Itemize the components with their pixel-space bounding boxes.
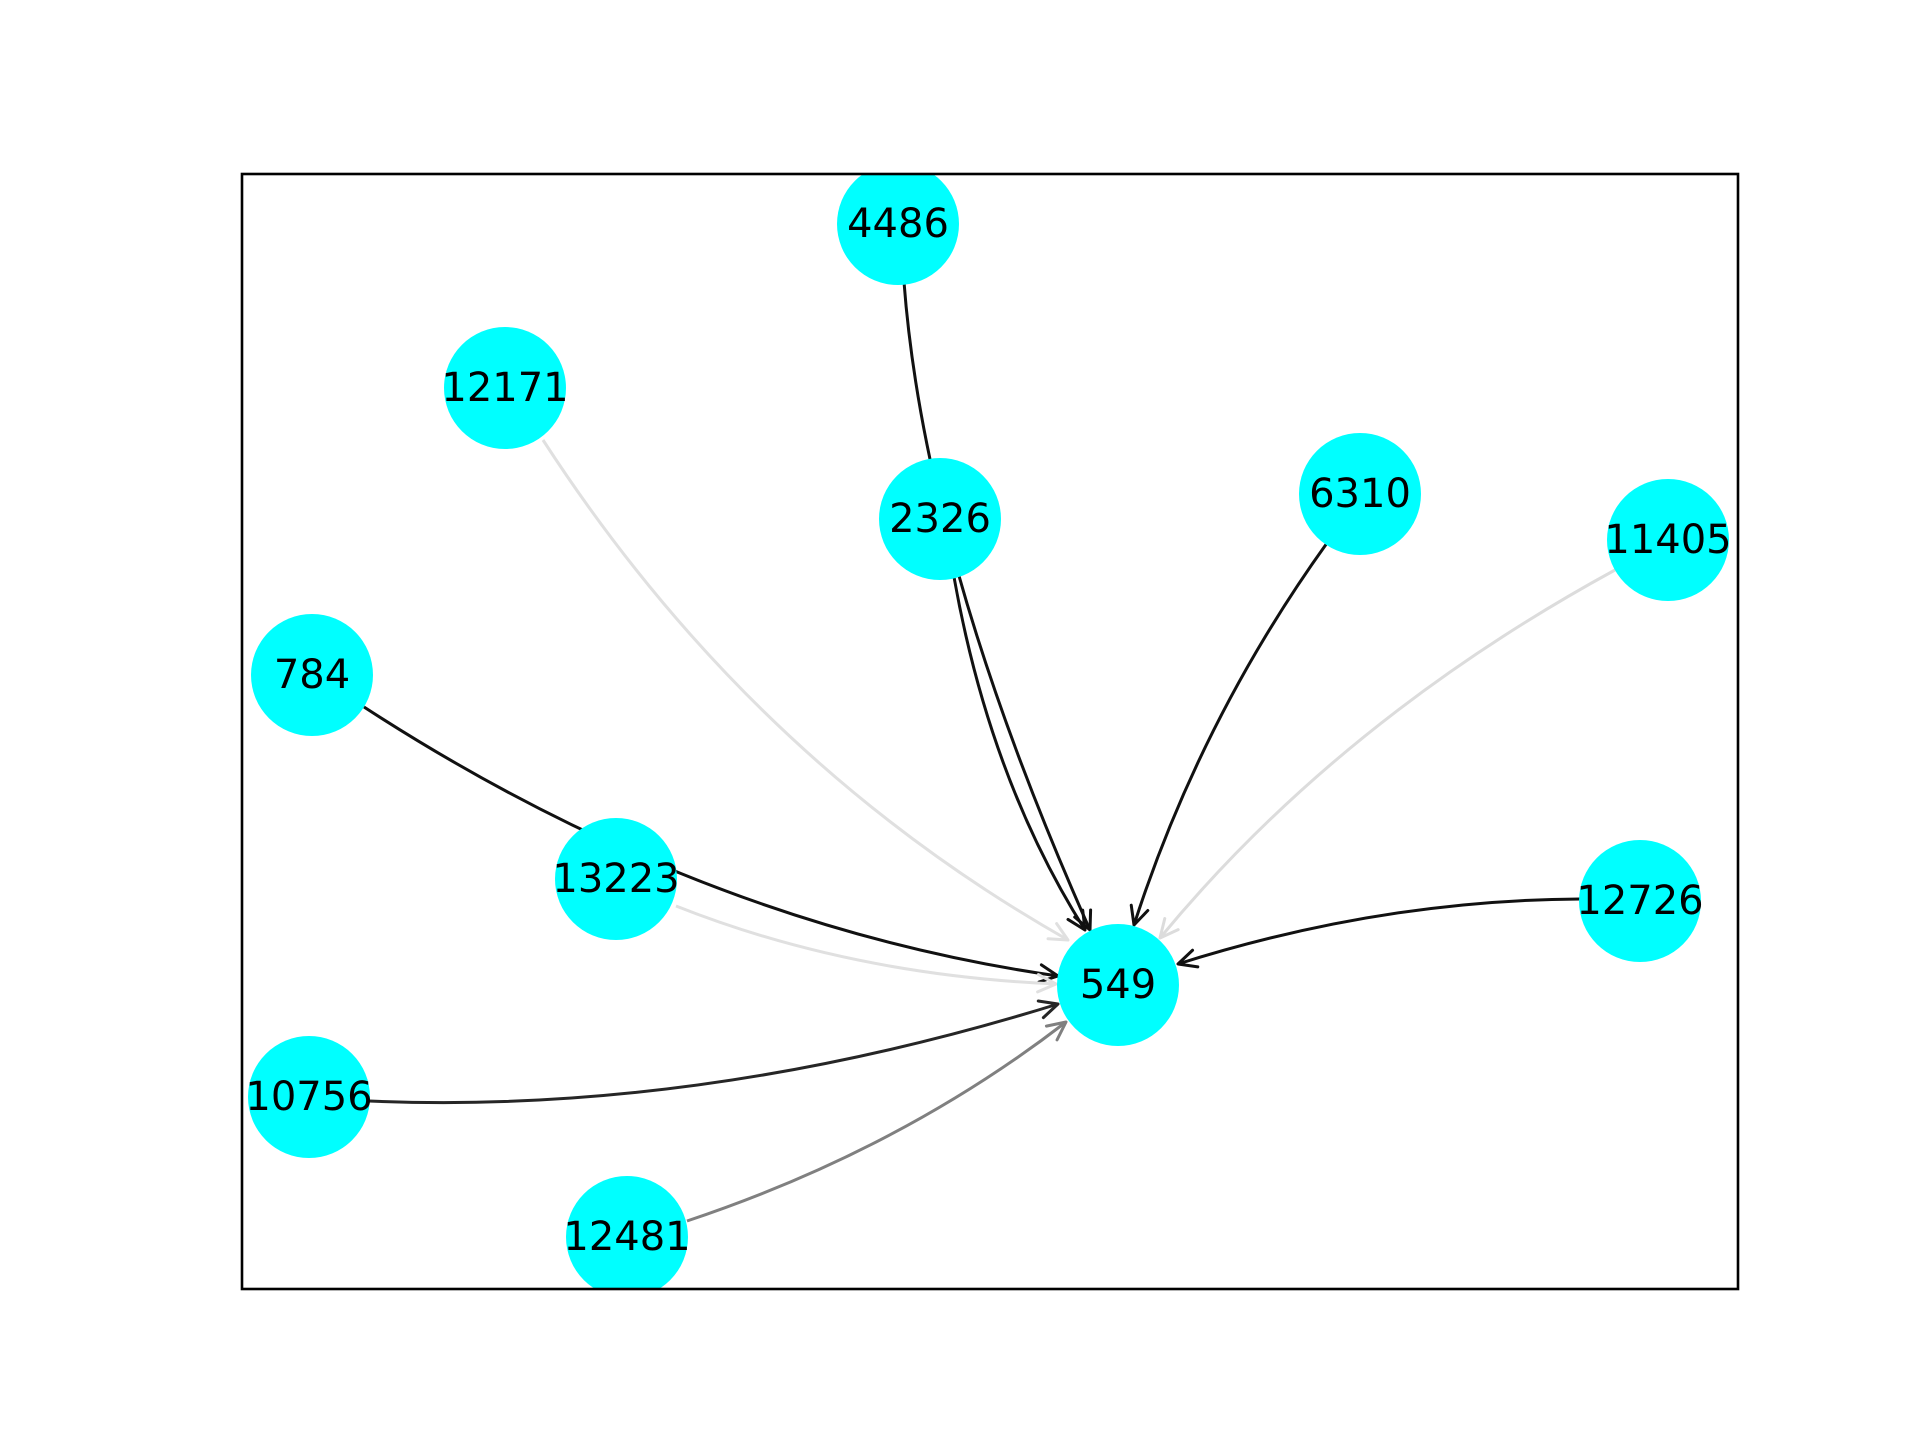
node-2326: 2326 xyxy=(879,458,1001,580)
node-circle-12726 xyxy=(1579,840,1701,962)
node-label-784: 784 xyxy=(274,652,350,698)
arrowhead-6310-to-549 xyxy=(1129,903,1150,927)
arrowhead-12171-to-549 xyxy=(1046,922,1070,942)
node-circle-12171 xyxy=(444,327,566,449)
node-549: 549 xyxy=(1057,924,1179,1046)
node-10756: 10756 xyxy=(245,1036,373,1158)
plot-frame xyxy=(240,172,1740,1291)
arrowhead-12481-to-549 xyxy=(1044,1020,1068,1042)
node-label-12726: 12726 xyxy=(1576,878,1703,924)
node-784: 784 xyxy=(251,614,373,736)
edge-784-to-549 xyxy=(363,705,1059,978)
arrowhead-11405-to-549 xyxy=(1158,917,1180,940)
node-label-6310: 6310 xyxy=(1309,471,1411,517)
node-circle-6310 xyxy=(1299,433,1421,555)
node-6310: 6310 xyxy=(1299,433,1421,555)
node-label-12481: 12481 xyxy=(563,1214,690,1260)
edge-12171-to-549 xyxy=(541,439,1069,942)
node-circle-12481 xyxy=(566,1176,688,1289)
node-label-11405: 11405 xyxy=(1604,517,1731,563)
arrowhead-10756-to-549 xyxy=(1036,999,1060,1020)
node-label-2326: 2326 xyxy=(889,496,991,542)
nodes-layer: 549 4486 12171 2326 6310 11405 784 13223 12726 10… xyxy=(245,174,1732,1289)
edges-layer xyxy=(363,281,1616,1223)
node-12481: 12481 xyxy=(563,1176,691,1289)
node-13223: 13223 xyxy=(552,818,680,940)
node-label-4486: 4486 xyxy=(847,201,949,247)
node-11405: 11405 xyxy=(1604,479,1732,601)
node-circle-549 xyxy=(1057,924,1179,1046)
edge-2326-to-549 xyxy=(952,576,1087,931)
node-12726: 12726 xyxy=(1576,840,1704,962)
arrowhead-12726-to-549 xyxy=(1176,948,1200,969)
edge-13223-to-549 xyxy=(675,904,1057,986)
node-circle-4486 xyxy=(837,174,959,285)
edge-11405-to-549 xyxy=(1158,568,1616,939)
node-label-13223: 13223 xyxy=(552,856,679,902)
edge-12481-to-549 xyxy=(686,1020,1067,1223)
edge-12726-to-549 xyxy=(1177,897,1581,966)
node-circle-11405 xyxy=(1607,479,1729,601)
node-circle-13223 xyxy=(555,818,677,940)
node-12171: 12171 xyxy=(441,327,569,449)
node-circle-10756 xyxy=(248,1036,370,1158)
node-label-10756: 10756 xyxy=(245,1074,372,1120)
node-label-549: 549 xyxy=(1080,962,1156,1008)
edge-4486-to-549 xyxy=(902,281,1092,931)
node-4486: 4486 xyxy=(837,174,959,285)
arrowhead-2326-to-549 xyxy=(1066,908,1087,932)
arrowhead-13223-to-549 xyxy=(1036,973,1058,994)
edge-6310-to-549 xyxy=(1132,542,1329,926)
node-label-12171: 12171 xyxy=(441,365,568,411)
node-circle-784 xyxy=(251,614,373,736)
edge-10756-to-549 xyxy=(368,1002,1059,1105)
node-circle-2326 xyxy=(879,458,1001,580)
